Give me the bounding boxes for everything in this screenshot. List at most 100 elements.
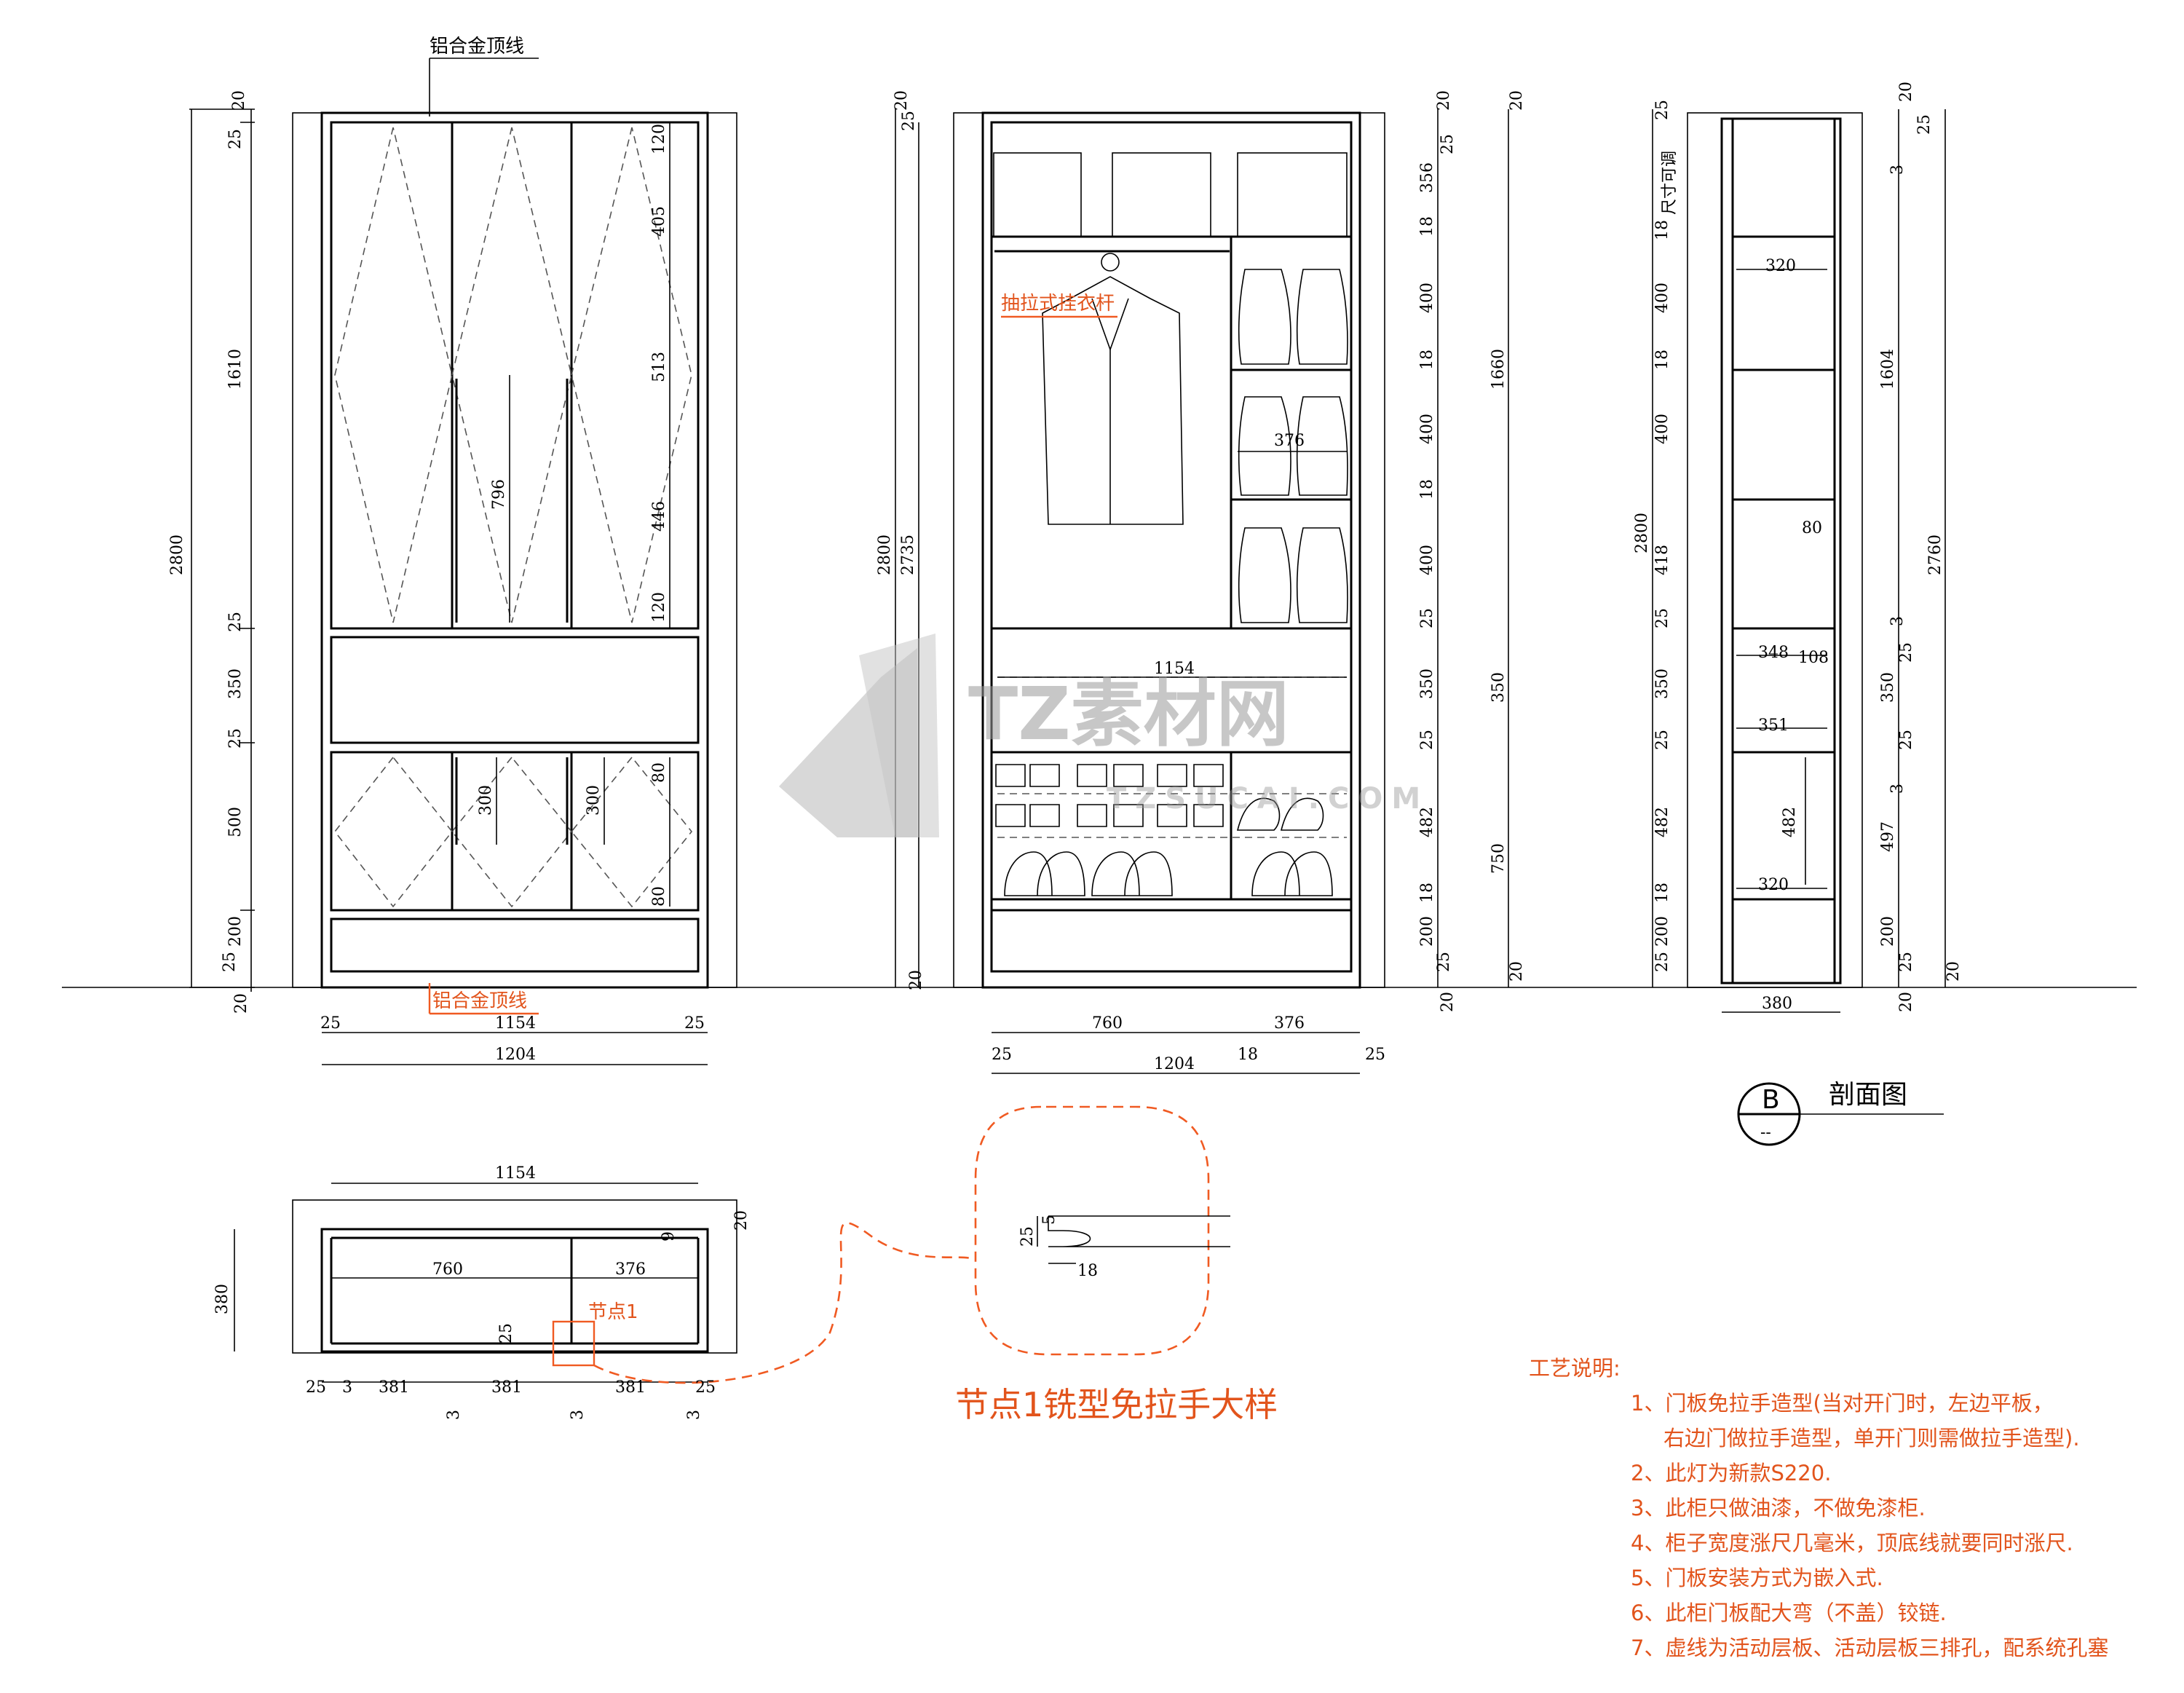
dimension-value: 200 (226, 916, 245, 947)
dimension-value: 25 (1418, 608, 1436, 628)
node-detail (593, 1105, 1230, 1384)
craft-notes: 工艺说明: 1、门板免拉手造型(当对开门时，左边平板， 右边门做拉手造型，单开门… (1529, 1351, 2155, 1665)
dimension-value: 1660 (1489, 349, 1508, 390)
dimension-value: 796 (490, 479, 508, 510)
dimension-value: 320 (1765, 257, 1796, 275)
note-item: 5、门板安装方式为嵌入式. (1631, 1566, 1883, 1590)
front-elevation (189, 108, 737, 1065)
dimension-value: 20 (732, 1210, 751, 1231)
dimension-value: 20 (1508, 961, 1526, 982)
dimension-value: 25 (1653, 730, 1671, 750)
dimension-value: 500 (226, 807, 245, 837)
dimension-value: 200 (1418, 916, 1436, 947)
rod-label: 抽拉式挂衣杆 (1001, 293, 1115, 315)
dimension-value: 25 (1439, 134, 1457, 154)
dimension-value: 376 (615, 1260, 646, 1279)
note-item: 4、柜子宽度涨尺几毫米，顶底线就要同时涨尺. (1631, 1531, 2073, 1555)
dimension-value: 120 (650, 592, 668, 623)
dimension-value: 25 (1653, 608, 1671, 628)
dimension-value: 25 (1653, 100, 1671, 120)
inside-elevation (895, 109, 1509, 1074)
dimension-value: 18 (1418, 479, 1436, 500)
dimension-value: 20 (1897, 82, 1915, 102)
dimension-value: 350 (1418, 668, 1436, 699)
top-line-label: 铝合金顶线 (430, 36, 524, 58)
dimension-value: 381 (491, 1378, 522, 1397)
dimension-value: 3 (1888, 616, 1907, 626)
dimension-value: 350 (1653, 668, 1671, 699)
dimension-value: 2760 (1926, 534, 1944, 575)
dimension-value: 5 (1040, 1215, 1059, 1225)
dimension-value: 513 (650, 352, 668, 382)
watermark-main: TZ素材网 (968, 671, 1289, 757)
dimension-value: 320 (1758, 876, 1789, 894)
dimension-value: 25 (497, 1323, 515, 1343)
dimension-value: 300 (585, 785, 603, 816)
watermark-logo: TZ素材网 TZSUCAI.COM (779, 634, 1420, 837)
section-mark-sub: -- (1760, 1124, 1771, 1142)
dimension-value: 1610 (226, 349, 245, 390)
inside-right-dims: 2025356184001840018400253502548218200252… (1418, 90, 1457, 1012)
dimension-value: 2800 (1633, 513, 1651, 553)
dimension-value: 482 (1418, 807, 1436, 837)
dimension-value: 400 (1418, 414, 1436, 444)
dimension-value: 25 (1418, 730, 1436, 750)
dimension-value: 380 (213, 1284, 232, 1314)
dimension-value: 20 (1944, 961, 1963, 982)
dimension-value: 20 (1439, 992, 1457, 1012)
dimension-value: 300 (477, 785, 495, 816)
dimension-value: 25 (1435, 952, 1453, 972)
dimension-value: 25 (226, 728, 245, 749)
dimension-value: 350 (1879, 672, 1897, 703)
dimension-value: 3 (445, 1410, 463, 1420)
dimension-value: 381 (379, 1378, 409, 1397)
dimension-value: 2800 (168, 534, 186, 575)
dimension-value: 80 (1802, 519, 1822, 537)
dimension-value: 18 (1238, 1046, 1258, 1064)
dimension-value: 2800 (876, 534, 894, 575)
dimension-value: 3 (1888, 784, 1907, 794)
dimension-value: 482 (1653, 807, 1671, 837)
note-item: 1、门板免拉手造型(当对开门时，左边平板， (1631, 1391, 2054, 1416)
dimension-value: 25 (1365, 1046, 1385, 1064)
dimension-value: 400 (1418, 545, 1436, 575)
dimension-value: 750 (1489, 843, 1508, 874)
dimension-value: 25 (226, 129, 245, 149)
dimension-value: 760 (432, 1260, 463, 1279)
dimension-value: 25 (992, 1046, 1012, 1064)
note-item: 3、此柜只做油漆，不做免漆柜. (1631, 1496, 1926, 1520)
dimension-value: 350 (1489, 672, 1508, 703)
dimension-value: 25 (1897, 952, 1915, 972)
note-item: 2、此灯为新款S220. (1631, 1461, 1832, 1485)
plan-view (234, 1183, 737, 1383)
dimension-value: 3 (1888, 165, 1907, 175)
dimension-value: 18 (1418, 883, 1436, 903)
dimension-value: 80 (650, 762, 668, 783)
dimension-value: 18 (1418, 216, 1436, 237)
dimension-value: 1204 (1154, 1055, 1195, 1073)
dimension-value: 25 (684, 1014, 705, 1033)
dimension-value: 18 (1653, 220, 1671, 240)
dimension-value: 25 (221, 952, 239, 972)
dimension-value: 400 (1418, 283, 1436, 313)
dimension-value: 18 (1077, 1262, 1098, 1280)
dimension-value: 3 (342, 1378, 352, 1397)
dimension-value: 120 (650, 124, 668, 154)
section-mark: B -- 剖面图 (1737, 1080, 1944, 1146)
dimension-value: 200 (1653, 916, 1671, 947)
notes-title: 工艺说明: (1529, 1356, 1621, 1381)
note-item: 右边门做拉手造型，单开门则需做拉手造型). (1663, 1426, 2080, 1451)
dimension-value: 400 (1653, 283, 1671, 313)
dimension-value: 25 (306, 1378, 326, 1397)
dimension-value: 418 (1653, 545, 1671, 575)
